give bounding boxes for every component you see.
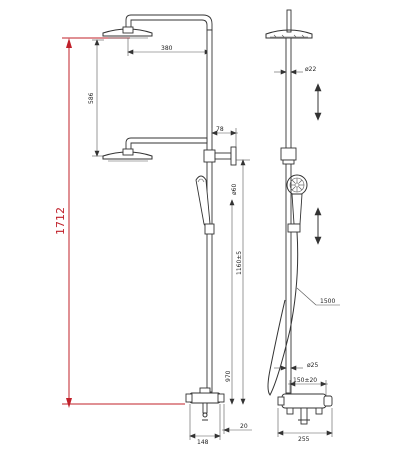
overhead-shower-head	[102, 14, 213, 39]
front-view: 1712 380 586	[54, 14, 252, 446]
side-riser-pipe	[285, 37, 292, 394]
mixer-depth-label: 255	[298, 436, 310, 443]
overhead-arm-label: 380	[161, 45, 173, 52]
mixer-offset-dimension: 20	[222, 404, 252, 434]
head-drop-label: 586	[88, 92, 95, 104]
diameter-60-label: ø60	[231, 184, 238, 195]
hose-length-callout: 1500	[296, 287, 340, 306]
lower-shower-head	[102, 137, 208, 162]
center-distance-label: 150±20	[293, 377, 317, 384]
shower-hose	[267, 231, 299, 396]
diameter-25-dimension: ø25	[274, 362, 318, 371]
side-mixer	[277, 393, 333, 425]
thermostatic-mixer	[185, 387, 225, 421]
adjust-arrow-lower	[314, 207, 322, 245]
mixer-width-label: 148	[197, 439, 209, 446]
diverter-knob	[203, 146, 237, 166]
handshower-reach-dimension: 78	[211, 126, 238, 147]
lower-height-dimension: 970	[225, 199, 235, 405]
mixer-width-dimension: 148	[189, 404, 221, 446]
diameter-22-label: ø22	[305, 66, 316, 73]
side-overhead-head	[265, 9, 313, 39]
side-view: ø22	[265, 9, 340, 443]
mixer-depth-dimension: 255	[277, 408, 333, 443]
mixer-offset-label: 20	[240, 423, 248, 430]
lower-height-label: 970	[225, 370, 232, 382]
handshower-reach-label: 78	[216, 126, 224, 133]
adjust-arrow-upper	[314, 83, 322, 121]
side-hand-shower	[286, 174, 308, 233]
total-height-dimension: 1712	[54, 37, 185, 408]
overhead-arm-dimension: 380	[127, 30, 211, 56]
total-height-label: 1712	[54, 207, 67, 235]
side-diverter	[280, 147, 297, 165]
head-drop-dimension: 586	[88, 39, 104, 157]
hose-length-label: 1500	[320, 298, 335, 305]
diameter-25-label: ø25	[307, 362, 318, 369]
hand-shower	[195, 175, 215, 235]
diameter-22-dimension: ø22	[274, 66, 316, 75]
range-height-label: 1160±5	[236, 251, 243, 275]
range-height-dimension: 1160±5	[236, 159, 250, 405]
center-distance-dimension: 150±20	[288, 377, 328, 396]
